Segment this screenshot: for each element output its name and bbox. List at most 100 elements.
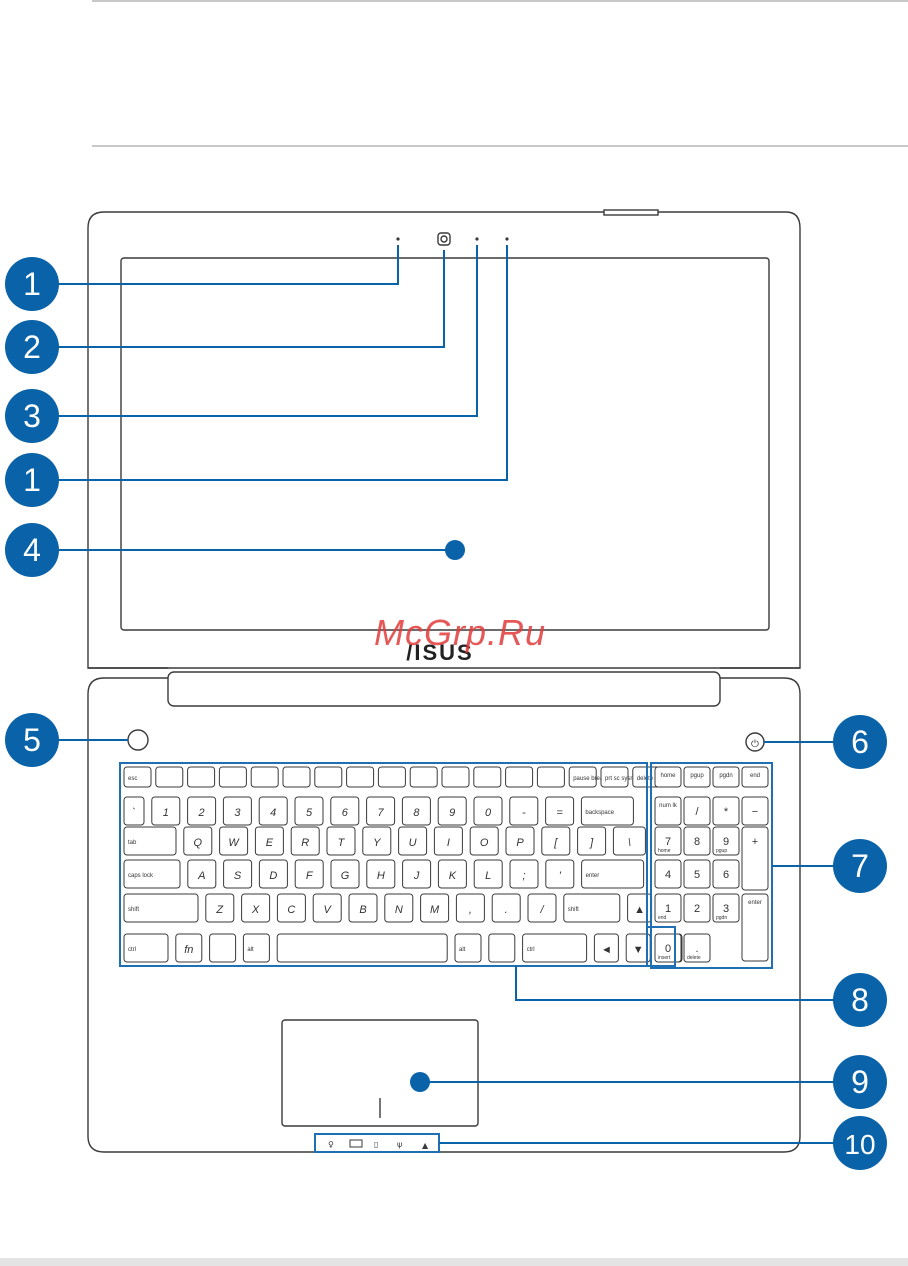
callout-label-10: 10	[844, 1129, 875, 1160]
key-label-r3-k6: H	[377, 870, 385, 882]
key-r5-k3	[242, 933, 270, 963]
numpad-key-r0-k0	[654, 766, 682, 788]
top-rule	[92, 0, 908, 2]
key-r1-k1	[151, 796, 181, 826]
numpad-label-r2-k0: 7	[665, 836, 671, 848]
key-label-r3-k9: L	[485, 870, 491, 882]
key-r1-k2	[187, 796, 217, 826]
callout-6	[833, 715, 887, 769]
key-r1-k8	[401, 796, 431, 826]
numpad-label-r3-k1: 5	[694, 869, 700, 881]
key-r0-k14	[568, 766, 597, 788]
numpad-label-r1-k3: −	[752, 806, 758, 818]
camera-indicator	[475, 237, 479, 241]
keyboard-highlight-extension	[647, 926, 676, 967]
wireless-indicator-icon: ψ	[397, 1140, 402, 1149]
lid-latch	[603, 209, 659, 216]
key-r0-k3	[218, 766, 247, 788]
touchpad-point	[410, 1072, 430, 1092]
key-label-r2-k2: W	[228, 837, 240, 849]
callout-4	[5, 523, 59, 577]
key-label-r2-k11: [	[553, 837, 558, 849]
key-r2-k8	[433, 826, 463, 856]
key-r0-k1	[155, 766, 184, 788]
numpad-label-r3-k0: 4	[665, 869, 671, 881]
numpad-key-r0-k3	[741, 766, 769, 788]
leader-line-8	[515, 966, 850, 1001]
key-r2-k12	[577, 826, 607, 856]
callout-7	[833, 839, 887, 893]
key-label-r4-k1: Z	[215, 904, 224, 916]
key-r3-k5	[330, 859, 360, 889]
key-label-r5-k7: ctrl	[527, 947, 535, 953]
key-r0-k2	[187, 766, 216, 788]
watermark: McGrp.Ru	[373, 612, 547, 653]
key-label-r5-k1: fn	[184, 944, 193, 956]
key-r4-k9	[491, 893, 521, 923]
key-r5-k8	[593, 933, 619, 963]
callout-9	[833, 1055, 887, 1109]
key-r3-k3	[258, 859, 288, 889]
numpad-key-r3-k1	[683, 859, 711, 889]
callout-10	[833, 1116, 887, 1170]
key-label-r1-k9: 9	[449, 807, 455, 819]
power-indicator-icon: ♀	[328, 1140, 334, 1149]
numpad-sublabel-0: insert	[658, 955, 671, 961]
key-label-r4-k12: ▲	[634, 904, 645, 916]
numpad-key-r1-k1	[683, 796, 711, 826]
numpad-key-r1-k0	[654, 796, 682, 826]
key-r5-k2	[209, 933, 237, 963]
key-label-r1-k12: =	[556, 807, 563, 819]
key-r3-k10	[509, 859, 539, 889]
key-r2-k10	[505, 826, 535, 856]
key-label-r0-k0: esc	[128, 776, 137, 782]
key-label-r4-k6: N	[395, 904, 403, 916]
key-r2-k2	[219, 826, 249, 856]
key-label-r1-k4: 4	[270, 807, 276, 819]
key-label-r0-k15: prt sc sysrq	[605, 776, 636, 782]
numpad-key-r4-k0	[654, 893, 682, 923]
microphone-right	[505, 237, 509, 241]
display-point	[445, 540, 465, 560]
key-label-r1-k3: 3	[234, 807, 241, 819]
key-label-r5-k8: ◄	[601, 944, 612, 956]
key-r1-k0	[123, 796, 145, 826]
key-label-r3-k8: K	[449, 870, 457, 882]
callout-label-7: 7	[851, 848, 869, 884]
key-label-r1-k13: backspace	[585, 810, 614, 816]
key-r5-k7	[522, 933, 588, 963]
key-r4-k3	[276, 893, 306, 923]
key-label-r3-k7: J	[413, 870, 420, 882]
callout-label-4: 4	[23, 532, 41, 568]
key-label-r5-k0: ctrl	[128, 947, 136, 953]
numpad-label-r4-k2: 3	[723, 903, 729, 915]
key-r5-k1	[175, 933, 203, 963]
callout-label-3: 3	[23, 398, 41, 434]
key-r1-k12	[545, 796, 575, 826]
key-label-r0-k14: pause break	[573, 776, 607, 782]
key-label-r1-k6: 6	[342, 807, 349, 819]
key-r5-k5	[454, 933, 482, 963]
key-label-r1-k5: 5	[306, 807, 313, 819]
numpad-sublabel-9: pgup	[716, 848, 727, 854]
touchpad	[281, 1019, 479, 1127]
key-r0-k12	[505, 766, 534, 788]
leader-line-3	[56, 245, 478, 417]
numpad-label-r0-k3: end	[750, 773, 760, 779]
key-r4-k7	[420, 893, 450, 923]
key-label-r3-k10: ;	[522, 870, 525, 882]
laptop-outline: ⏻	[87, 209, 801, 1153]
numpad-sublabel-1: end	[658, 915, 667, 921]
key-label-r5-k9: ▼	[633, 944, 644, 956]
key-label-r1-k1: 1	[163, 807, 169, 819]
key-r0-k13	[536, 766, 565, 788]
key-r3-k8	[437, 859, 467, 889]
key-label-r4-k10: /	[539, 904, 544, 916]
key-label-r5-k5: alt	[459, 947, 466, 953]
key-r0-k8	[377, 766, 406, 788]
key-label-r1-k7: 7	[378, 807, 385, 819]
key-r4-k10	[527, 893, 557, 923]
numpad-label-r1-k2: *	[724, 806, 729, 818]
